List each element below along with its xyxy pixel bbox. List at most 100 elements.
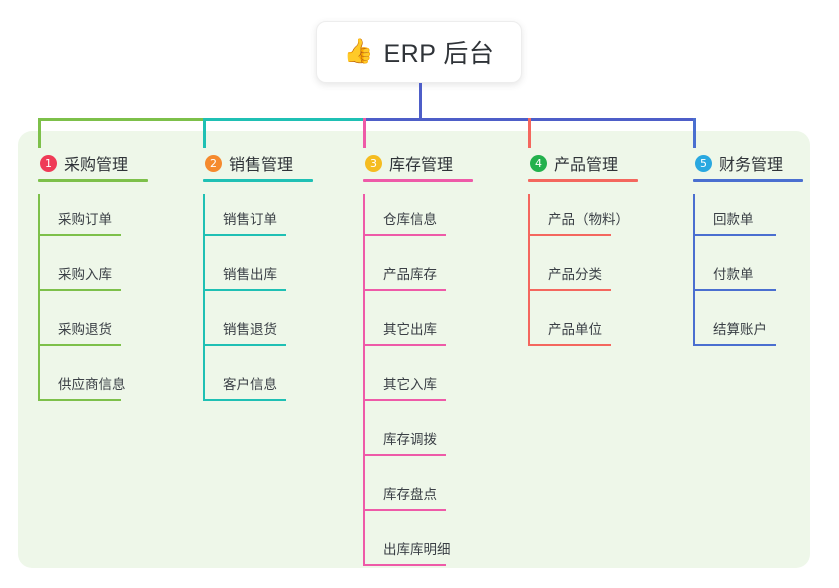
branch-item-underline	[38, 289, 121, 291]
branch-item[interactable]: 产品分类	[528, 249, 688, 304]
branch-item-label: 库存调拨	[383, 432, 437, 447]
branch-item[interactable]: 出库库明细	[363, 524, 523, 579]
branch-title: 采购管理	[64, 157, 129, 174]
drop-stub-1	[38, 118, 41, 148]
drop-stub-3	[363, 118, 366, 148]
branch-item-label: 销售退货	[223, 322, 277, 337]
branch-item-underline	[528, 289, 611, 291]
branch-item-underline	[203, 399, 286, 401]
branch-item-underline	[363, 234, 446, 236]
branch-item[interactable]: 产品单位	[528, 304, 688, 359]
branch-title: 财务管理	[719, 157, 784, 174]
branch-item-underline	[363, 289, 446, 291]
branch-item-list: 销售订单销售出库销售退货客户信息	[203, 194, 363, 414]
branch-column-2: 2 销售管理销售订单销售出库销售退货客户信息	[203, 146, 363, 414]
bus-segment-2	[203, 118, 366, 121]
branch-item[interactable]: 采购入库	[38, 249, 198, 304]
branch-item-list: 产品（物料） 产品分类产品单位	[528, 194, 688, 359]
branch-item[interactable]: 回款单	[693, 194, 839, 249]
branch-item-underline	[203, 234, 286, 236]
branch-item-label: 客户信息	[223, 377, 277, 392]
drop-stub-2	[203, 118, 206, 148]
root-node-title: ERP 后台	[383, 40, 495, 68]
branch-item-underline	[363, 509, 446, 511]
branch-header-2[interactable]: 2 销售管理	[203, 146, 363, 182]
branch-item-label: 产品（物料）	[548, 212, 629, 227]
branch-number-badge: 1	[40, 154, 57, 172]
branch-item-list: 仓库信息产品库存其它出库其它入库库存调拨库存盘点出库库明细	[363, 194, 523, 579]
branch-item[interactable]: 采购订单	[38, 194, 198, 249]
branch-header-underline	[693, 179, 803, 182]
branch-item[interactable]: 销售出库	[203, 249, 363, 304]
branch-item-label: 采购订单	[58, 212, 112, 227]
root-stem-connector	[419, 83, 422, 121]
branch-item[interactable]: 结算账户	[693, 304, 839, 359]
branch-item-label: 产品单位	[548, 322, 602, 337]
bus-segment-4	[528, 118, 696, 121]
branch-spine-connector	[38, 194, 40, 401]
branch-item-underline	[203, 344, 286, 346]
branch-item-underline	[203, 289, 286, 291]
branch-title: 销售管理	[229, 157, 294, 174]
branch-header-underline	[203, 179, 313, 182]
root-node-card[interactable]: 👍 ERP 后台	[316, 21, 522, 83]
branch-spine-connector	[203, 194, 205, 401]
branch-item[interactable]: 销售退货	[203, 304, 363, 359]
branch-item[interactable]: 采购退货	[38, 304, 198, 359]
branch-item[interactable]: 仓库信息	[363, 194, 523, 249]
branch-item-underline	[693, 289, 776, 291]
branch-column-1: 1 采购管理采购订单采购入库采购退货供应商信息	[38, 146, 198, 414]
bus-segment-3	[363, 118, 531, 121]
branch-item[interactable]: 库存盘点	[363, 469, 523, 524]
branch-item-underline	[363, 399, 446, 401]
branch-item-label: 采购退货	[58, 322, 112, 337]
branch-item-label: 仓库信息	[383, 212, 437, 227]
branch-item-label: 其它出库	[383, 322, 437, 337]
branch-item-label: 出库库明细	[383, 542, 451, 557]
branch-item-label: 供应商信息	[58, 377, 126, 392]
thumbs-up-icon: 👍	[343, 38, 374, 65]
branch-number-badge: 3	[365, 154, 382, 172]
branch-spine-connector	[363, 194, 365, 566]
branch-item-label: 其它入库	[383, 377, 437, 392]
branch-item-label: 销售订单	[223, 212, 277, 227]
branch-number-badge: 4	[530, 154, 547, 172]
branch-item[interactable]: 库存调拨	[363, 414, 523, 469]
branch-item-list: 回款单付款单结算账户	[693, 194, 839, 359]
branch-item-underline	[38, 234, 121, 236]
branch-item[interactable]: 产品库存	[363, 249, 523, 304]
root-node-content: 👍 ERP 后台	[344, 34, 495, 70]
branch-item-underline	[363, 344, 446, 346]
bus-segment-1	[38, 118, 206, 121]
drop-stub-4	[528, 118, 531, 148]
branch-item[interactable]: 客户信息	[203, 359, 363, 414]
branch-number-badge: 2	[205, 154, 222, 172]
branch-item[interactable]: 其它出库	[363, 304, 523, 359]
branch-item-list: 采购订单采购入库采购退货供应商信息	[38, 194, 198, 414]
branch-item-underline	[363, 564, 446, 566]
branch-item[interactable]: 付款单	[693, 249, 839, 304]
branch-spine-connector	[528, 194, 530, 346]
branch-spine-connector	[693, 194, 695, 346]
branch-item-underline	[693, 234, 776, 236]
branch-item-label: 库存盘点	[383, 487, 437, 502]
branch-item-label: 采购入库	[58, 267, 112, 282]
branch-item-label: 销售出库	[223, 267, 277, 282]
branch-item[interactable]: 其它入库	[363, 359, 523, 414]
branch-item[interactable]: 销售订单	[203, 194, 363, 249]
branch-item[interactable]: 供应商信息	[38, 359, 198, 414]
branch-header-1[interactable]: 1 采购管理	[38, 146, 198, 182]
diagram-background-panel	[18, 131, 810, 568]
drop-stub-5	[693, 118, 696, 148]
branch-header-underline	[363, 179, 473, 182]
branch-header-underline	[38, 179, 148, 182]
branch-item[interactable]: 产品（物料）	[528, 194, 688, 249]
branch-item-label: 产品库存	[383, 267, 437, 282]
